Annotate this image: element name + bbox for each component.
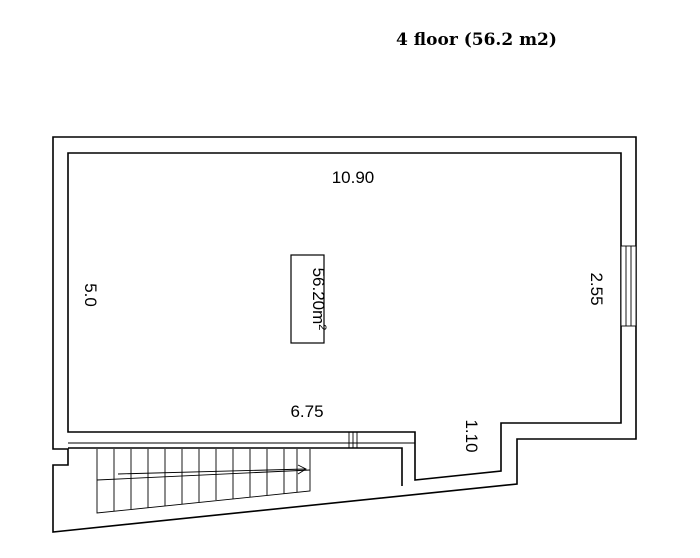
dimension-left: 5.0: [81, 283, 100, 307]
dimension-bottom: 6.75: [290, 402, 323, 421]
dimension-step: 1.10: [462, 419, 481, 452]
dimension-top: 10.90: [332, 168, 375, 187]
area-label: 56.20m2: [290, 254, 328, 344]
plan-title: 4 floor (56.2 m2): [396, 30, 557, 50]
dimension-right: 2.55: [587, 272, 606, 305]
outer-wall: [52, 136, 637, 533]
area-unit-superscript: 2: [316, 324, 328, 330]
stair-direction-arrow-icon: [117, 464, 307, 475]
stair-well-wall: [68, 447, 403, 486]
staircase: [96, 449, 311, 514]
inner-wall: [67, 152, 622, 481]
stair-opening: [348, 432, 358, 448]
svg-text:56.20m2: 56.20m2: [309, 268, 328, 331]
window-right: [620, 245, 637, 327]
area-value: 56.20m: [309, 268, 328, 325]
